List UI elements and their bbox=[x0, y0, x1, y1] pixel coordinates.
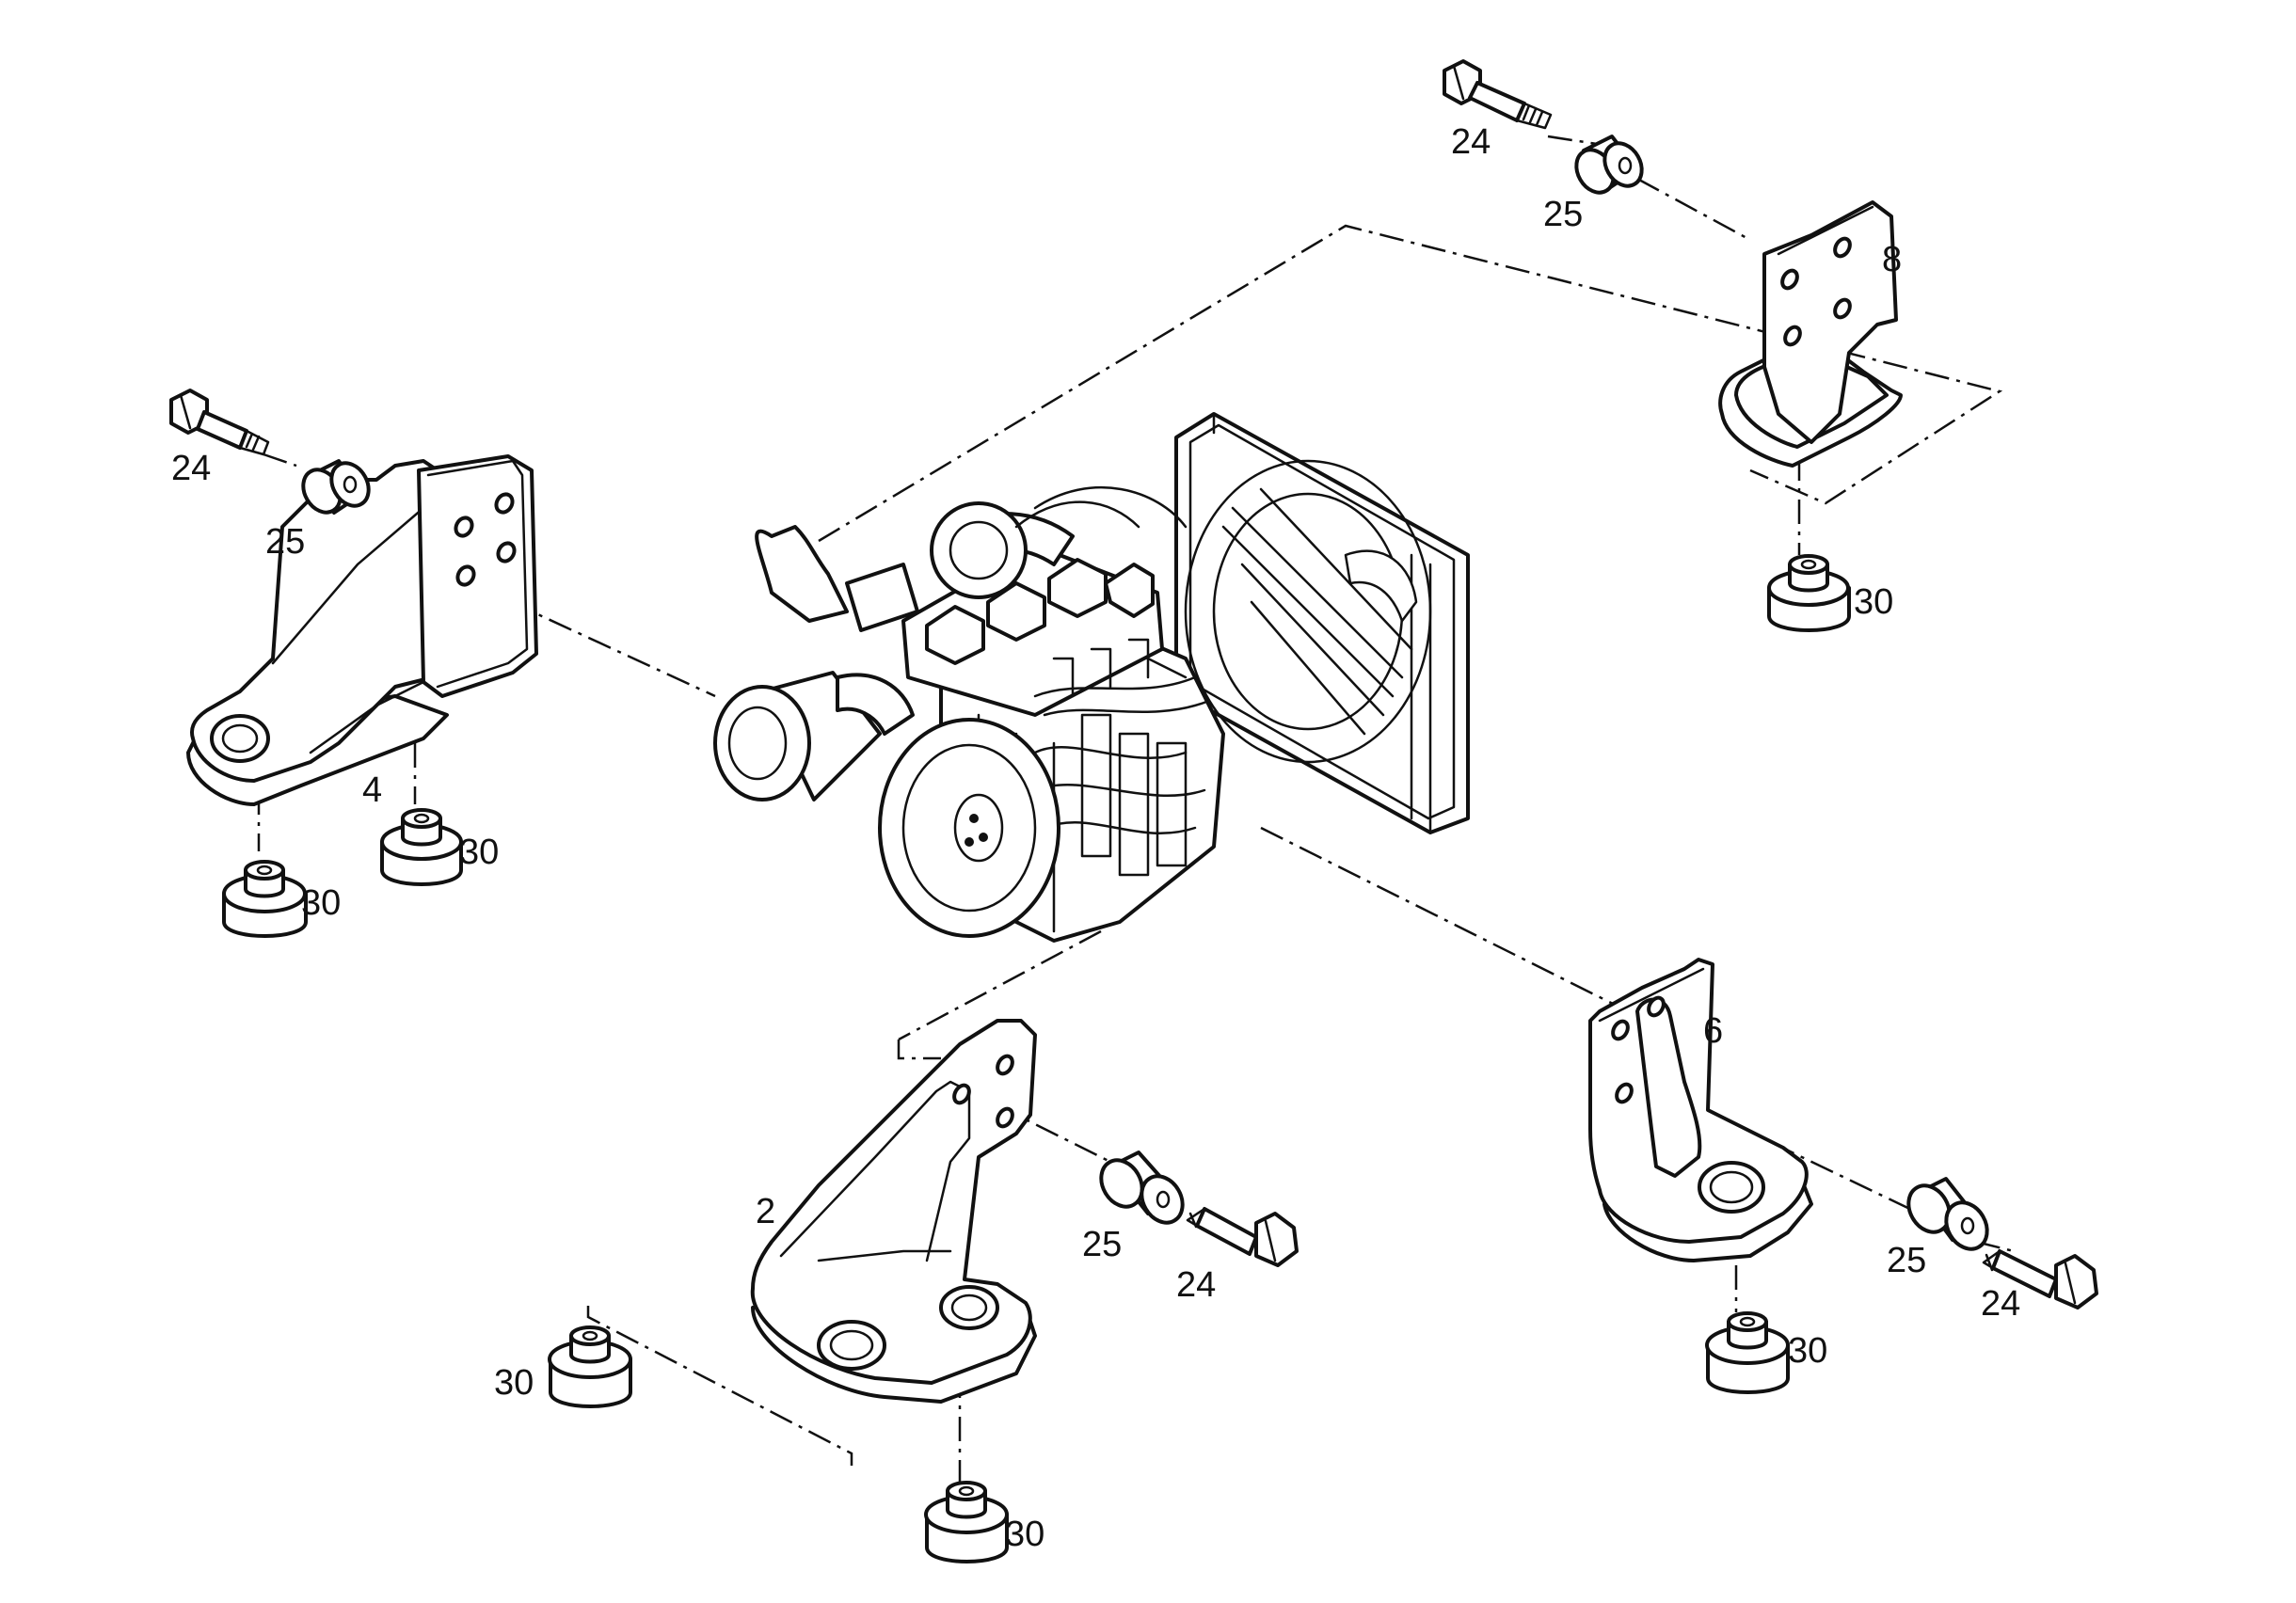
spacer-left-icon bbox=[301, 459, 371, 515]
bolt-bottom-center-icon bbox=[1186, 1207, 1299, 1267]
flywheel-icon bbox=[878, 718, 1060, 938]
rubber-mount-left-a-icon bbox=[222, 860, 308, 938]
bolt-top-right-icon bbox=[1443, 59, 1553, 130]
engine-assembly bbox=[713, 412, 1470, 943]
label-bolt-bottom-right: 24 bbox=[1981, 1284, 2020, 1324]
air-filter-icon bbox=[713, 671, 915, 802]
label-bolt-left: 24 bbox=[171, 449, 211, 488]
label-mount-bottom-center: 30 bbox=[1005, 1515, 1044, 1554]
spacer-bottom-right-icon bbox=[1906, 1177, 1989, 1251]
valve-cover-icon bbox=[925, 558, 1155, 665]
label-bolt-top-right: 24 bbox=[1451, 122, 1491, 162]
label-spacer-bottom-right: 25 bbox=[1887, 1241, 1926, 1280]
spacer-top-right-icon bbox=[1574, 135, 1644, 195]
callout-labels: 24 25 8 30 24 25 4 30 30 2 25 24 30 30 6… bbox=[171, 122, 2020, 1554]
rubber-mount-bottom-left-icon bbox=[548, 1325, 632, 1408]
label-mount-bottom-left: 30 bbox=[494, 1363, 534, 1403]
rubber-mount-top-right-icon bbox=[1767, 554, 1851, 632]
label-bracket-8: 8 bbox=[1882, 240, 1902, 279]
label-bracket-2: 2 bbox=[756, 1192, 775, 1231]
label-spacer-top-right: 25 bbox=[1543, 195, 1583, 234]
label-spacer-bottom-center: 25 bbox=[1082, 1225, 1122, 1264]
front-left-bracket bbox=[750, 1019, 1037, 1404]
label-bracket-4: 4 bbox=[362, 770, 382, 810]
rubber-mount-left-b-icon bbox=[380, 808, 463, 886]
bolt-left-icon bbox=[169, 389, 270, 456]
front-right-bracket bbox=[1588, 958, 1813, 1262]
label-spacer-left: 25 bbox=[265, 522, 305, 562]
label-bolt-bottom-center: 24 bbox=[1176, 1265, 1216, 1305]
label-bracket-6: 6 bbox=[1703, 1011, 1723, 1051]
label-mount-top-right: 30 bbox=[1854, 582, 1893, 622]
rear-left-bracket bbox=[186, 454, 538, 806]
spacer-bottom-center-icon bbox=[1099, 1151, 1185, 1225]
bolt-bottom-right-icon bbox=[1982, 1249, 2098, 1309]
label-mount-left-b: 30 bbox=[459, 833, 499, 872]
label-mount-left-a: 30 bbox=[301, 883, 341, 923]
rubber-mount-bottom-right-icon bbox=[1705, 1311, 1790, 1394]
rear-right-bracket bbox=[1718, 200, 1903, 468]
rubber-mount-bottom-center-icon bbox=[924, 1481, 1009, 1563]
label-mount-bottom-right: 30 bbox=[1788, 1331, 1827, 1371]
radiator-icon bbox=[1174, 412, 1470, 834]
